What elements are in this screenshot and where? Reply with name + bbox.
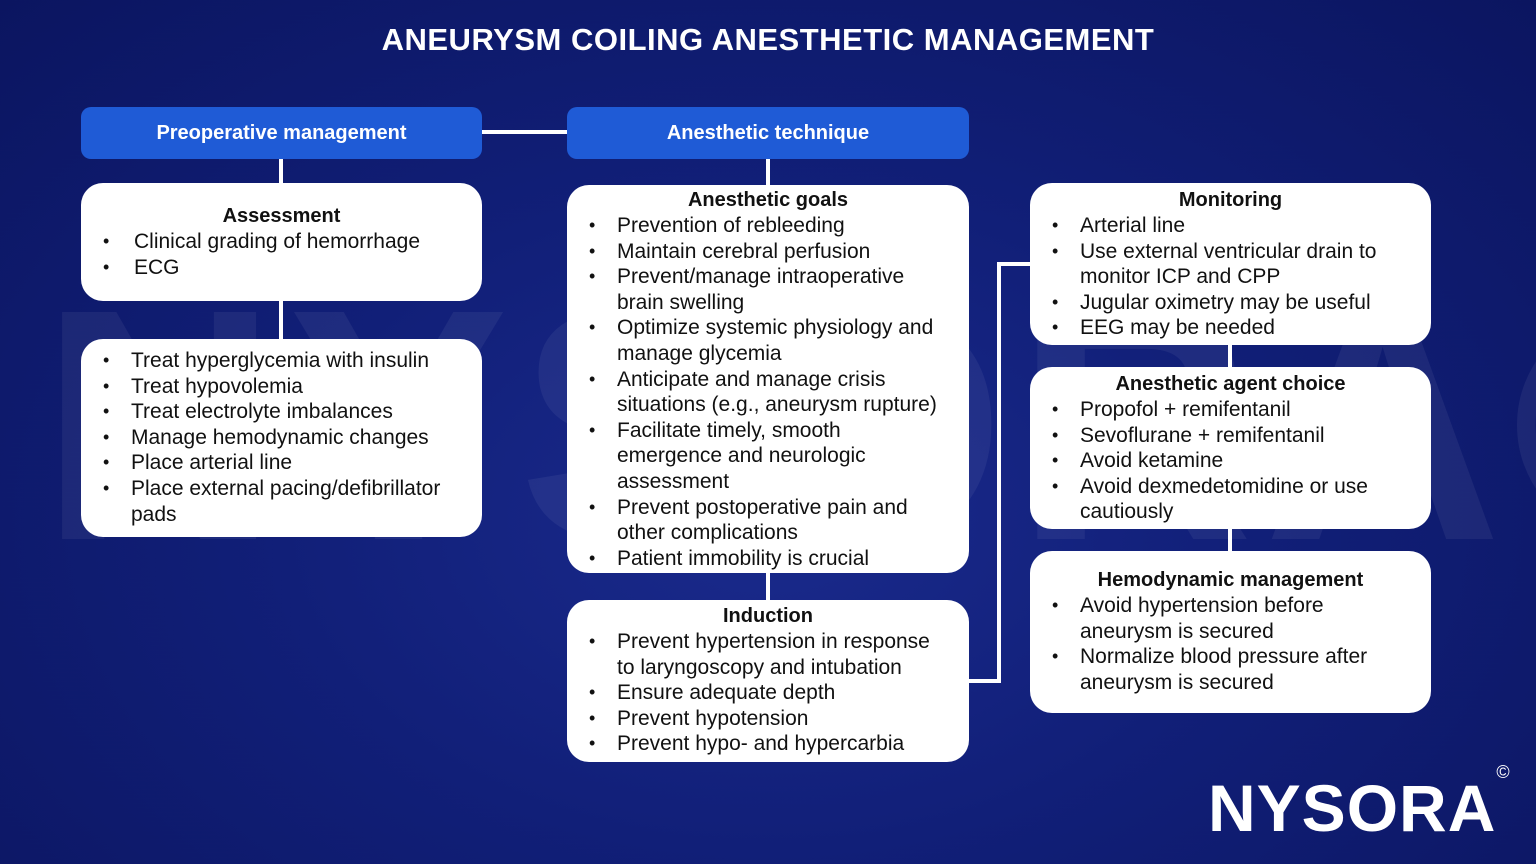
list-item: Prevent hypertension in response to lary…	[567, 629, 969, 680]
connector-induction-right	[969, 679, 999, 683]
logo-text: NYSORA	[1208, 771, 1497, 845]
list-item: Use external ventricular drain to monito…	[1030, 239, 1431, 290]
induction-card: Induction Prevent hypertension in respon…	[567, 600, 969, 762]
induction-list: Prevent hypertension in response to lary…	[567, 629, 969, 757]
list-item: Place external pacing/defibrillator pads	[81, 476, 482, 527]
nysora-logo: NYSORA©	[1208, 762, 1511, 846]
list-item: Sevoflurane + remifentanil	[1030, 423, 1431, 449]
preop-actions-list: Treat hyperglycemia with insulin Treat h…	[81, 348, 482, 527]
list-item: Avoid hypertension before aneurysm is se…	[1030, 593, 1431, 644]
list-item: Treat hyperglycemia with insulin	[81, 348, 482, 374]
list-item: Anticipate and manage crisis situations …	[567, 367, 969, 418]
list-item: Arterial line	[1030, 213, 1431, 239]
list-item: Manage hemodynamic changes	[81, 425, 482, 451]
list-item: Prevention of rebleeding	[567, 213, 969, 239]
connector-monitoring	[997, 262, 1030, 266]
monitoring-list: Arterial line Use external ventricular d…	[1030, 213, 1431, 341]
hemodynamic-title: Hemodynamic management	[1097, 569, 1364, 591]
list-item: Prevent hypotension	[567, 706, 969, 732]
list-item: Ensure adequate depth	[567, 680, 969, 706]
connector-headers	[482, 130, 567, 134]
anesthetic-goals-card: Anesthetic goals Prevention of rebleedin…	[567, 185, 969, 573]
connector-agents-hemodynamic	[1228, 529, 1232, 551]
assessment-title: Assessment	[222, 205, 341, 227]
logo-copyright-mark: ©	[1496, 762, 1511, 782]
hemodynamic-list: Avoid hypertension before aneurysm is se…	[1030, 593, 1431, 695]
induction-title: Induction	[723, 605, 813, 627]
preop-actions-card: Treat hyperglycemia with insulin Treat h…	[81, 339, 482, 537]
connector-vertical-right	[997, 262, 1001, 683]
goals-list: Prevention of rebleeding Maintain cerebr…	[567, 213, 969, 571]
monitoring-title: Monitoring	[1178, 189, 1283, 211]
list-item: Prevent/manage intraoperative brain swel…	[567, 264, 969, 315]
list-item: Facilitate timely, smooth emergence and …	[567, 418, 969, 495]
list-item: Prevent hypo- and hypercarbia	[567, 731, 969, 757]
assessment-list: Clinical grading of hemorrhage ECG	[81, 229, 482, 280]
list-item: Avoid dexmedetomidine or use cautiously	[1030, 474, 1431, 525]
list-item: Treat electrolyte imbalances	[81, 399, 482, 425]
list-item: Optimize systemic physiology and manage …	[567, 315, 969, 366]
connector-preop-assessment	[279, 159, 283, 183]
monitoring-card: Monitoring Arterial line Use external ve…	[1030, 183, 1431, 345]
connector-goals-induction	[766, 573, 770, 600]
list-item: ECG	[81, 255, 482, 281]
list-item: Normalize blood pressure after aneurysm …	[1030, 644, 1431, 695]
list-item: Prevent postoperative pain and other com…	[567, 495, 969, 546]
connector-technique-goals	[766, 159, 770, 185]
list-item: Jugular oximetry may be useful	[1030, 290, 1431, 316]
header-anesthetic-technique: Anesthetic technique	[567, 107, 969, 159]
list-item: EEG may be needed	[1030, 315, 1431, 341]
list-item: Propofol + remifentanil	[1030, 397, 1431, 423]
connector-assessment-actions	[279, 301, 283, 339]
header-preoperative-management: Preoperative management	[81, 107, 482, 159]
list-item: Patient immobility is crucial	[567, 546, 969, 572]
agents-list: Propofol + remifentanil Sevoflurane + re…	[1030, 397, 1431, 525]
list-item: Maintain cerebral perfusion	[567, 239, 969, 265]
page-title: ANEURYSM COILING ANESTHETIC MANAGEMENT	[381, 22, 1155, 57]
list-item: Clinical grading of hemorrhage	[81, 229, 482, 255]
list-item: Treat hypovolemia	[81, 374, 482, 400]
agents-title: Anesthetic agent choice	[1115, 373, 1346, 395]
list-item: Place arterial line	[81, 450, 482, 476]
agent-choice-card: Anesthetic agent choice Propofol + remif…	[1030, 367, 1431, 529]
assessment-card: Assessment Clinical grading of hemorrhag…	[81, 183, 482, 301]
connector-monitoring-agents	[1228, 345, 1232, 367]
list-item: Avoid ketamine	[1030, 448, 1431, 474]
hemodynamic-card: Hemodynamic management Avoid hypertensio…	[1030, 551, 1431, 713]
goals-title: Anesthetic goals	[687, 189, 849, 211]
